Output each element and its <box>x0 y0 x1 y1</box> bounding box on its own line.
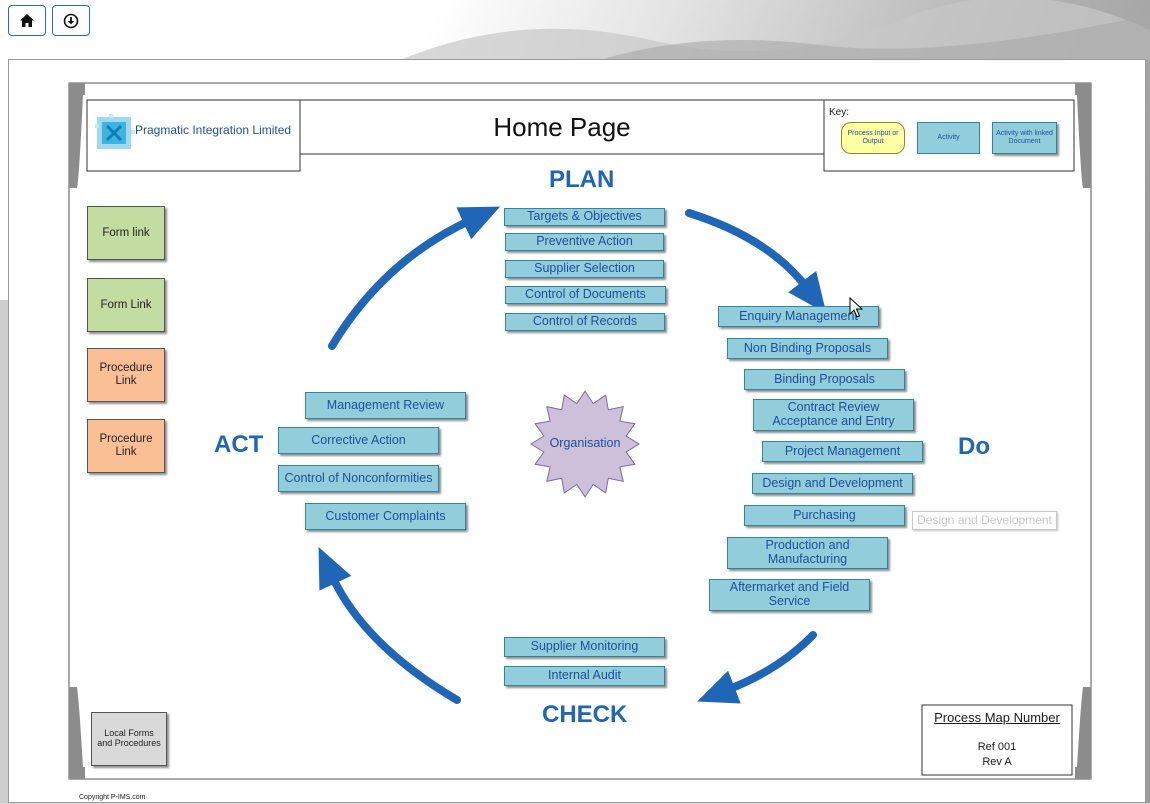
activity-management-review[interactable]: Management Review <box>305 392 466 419</box>
key-label: Key: <box>829 106 850 118</box>
download-circle-icon <box>63 13 79 28</box>
process-map-number-box <box>921 704 1073 776</box>
arrow-do-to-check <box>697 631 817 704</box>
arrow-plan-to-do <box>685 209 827 314</box>
page-title: Home Page <box>493 111 631 142</box>
activity-targets-objectives[interactable]: Targets & Objectives <box>504 208 665 226</box>
key-input-output: Process Input or Output <box>841 122 905 154</box>
phase-act-label: ACT <box>214 431 264 458</box>
activity-control-of-documents[interactable]: Control of Documents <box>505 286 666 304</box>
procedure-link-1[interactable]: Procedure Link <box>87 348 165 402</box>
activity-customer-complaints[interactable]: Customer Complaints <box>305 503 466 530</box>
phase-plan-label: PLAN <box>549 166 615 193</box>
activity-aftermarket-and-field-service[interactable]: Aftermarket and Field Service <box>709 579 870 611</box>
activity-enquiry-management[interactable]: Enquiry Management <box>718 306 879 327</box>
copyright-text: Copyright P-IMS.com <box>79 794 146 802</box>
activity-control-of-nonconformities[interactable]: Control of Nonconformities <box>278 465 439 492</box>
title-box <box>299 99 825 155</box>
arrow-act-to-plan <box>328 206 501 350</box>
hover-tooltip: Design and Development <box>912 511 1057 530</box>
activity-production-and-manufacturing[interactable]: Production and Manufacturing <box>727 537 888 569</box>
activity-binding-proposals[interactable]: Binding Proposals <box>744 369 905 390</box>
activity-corrective-action[interactable]: Corrective Action <box>278 427 439 454</box>
company-logo-icon <box>95 114 135 149</box>
form-link-2[interactable]: Form Link <box>87 278 165 332</box>
home-button[interactable] <box>8 5 46 36</box>
process-map-title: Process Map Number <box>934 709 1060 725</box>
key-activity-linked: Activity with linked Document <box>992 122 1057 154</box>
diagram-canvas <box>68 82 1092 780</box>
corner-brackets <box>69 83 1091 779</box>
activity-non-binding-proposals[interactable]: Non Binding Proposals <box>727 338 888 359</box>
organisation-label[interactable]: Organisation <box>549 436 621 451</box>
form-link-1[interactable]: Form link <box>87 206 165 260</box>
process-map-ref: Ref 001 <box>977 740 1017 753</box>
key-activity: Activity <box>917 122 980 154</box>
organisation-star[interactable] <box>530 390 640 498</box>
activity-project-management[interactable]: Project Management <box>762 441 923 462</box>
process-map-rev: Rev A <box>982 755 1012 768</box>
activity-supplier-monitoring[interactable]: Supplier Monitoring <box>504 637 665 657</box>
process-map-frame: Pragmatic Integration Limited Home Page … <box>8 59 1146 803</box>
home-icon <box>20 13 34 27</box>
phase-check-label: CHECK <box>542 701 628 728</box>
activity-supplier-selection[interactable]: Supplier Selection <box>505 260 664 278</box>
procedure-link-2[interactable]: Procedure Link <box>87 419 165 473</box>
phase-do-label: Do <box>958 433 990 460</box>
activity-control-of-records[interactable]: Control of Records <box>505 313 665 331</box>
download-button[interactable] <box>52 5 90 36</box>
activity-internal-audit[interactable]: Internal Audit <box>504 666 665 686</box>
local-forms-button[interactable]: Local Forms and Procedures <box>91 712 167 766</box>
activity-purchasing[interactable]: Purchasing <box>744 505 905 526</box>
activity-preventive-action[interactable]: Preventive Action <box>505 233 664 251</box>
company-name: Pragmatic Integration Limited <box>135 123 292 138</box>
activity-contract-review[interactable]: Contract Review Acceptance and Entry <box>753 399 914 431</box>
arrow-check-to-act <box>318 546 461 704</box>
mouse-cursor-icon <box>849 297 863 318</box>
activity-design-and-development[interactable]: Design and Development <box>752 473 913 494</box>
